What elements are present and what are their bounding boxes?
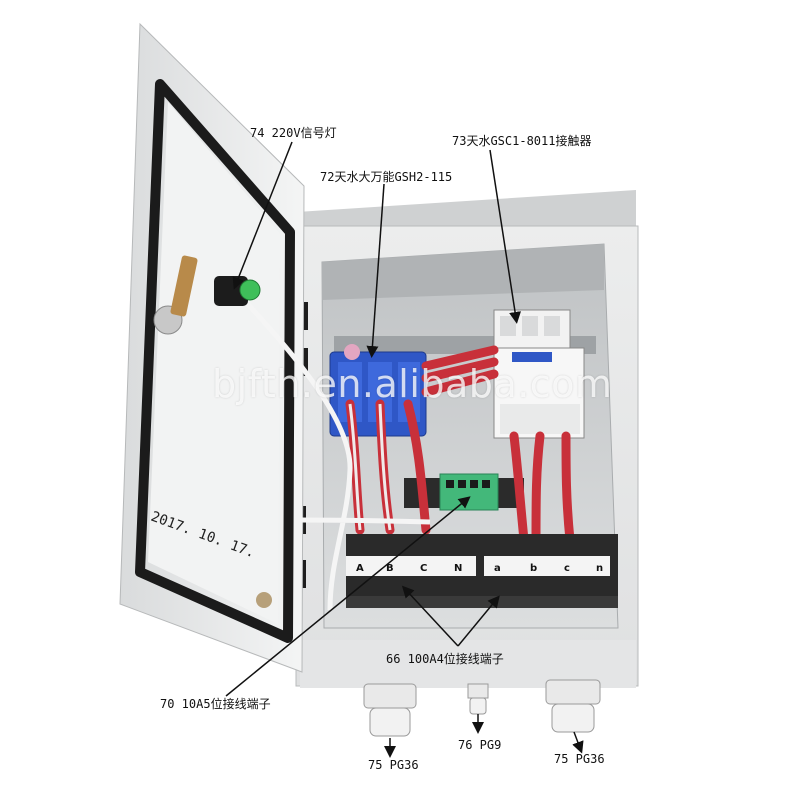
cabinet-body	[295, 190, 639, 688]
door-lock	[153, 255, 198, 335]
watermark: bjfth.en.alibaba.com	[212, 362, 613, 406]
terminal-label-a-lower: a	[494, 563, 501, 574]
cable-gland-left	[363, 683, 417, 737]
terminal-label-b: B	[386, 563, 394, 574]
control-wire	[242, 298, 431, 611]
cabinet-door	[119, 22, 305, 673]
terminal-label-n-lower: n	[596, 563, 603, 574]
label-gland-right: 75 PG36	[554, 752, 605, 766]
contactor	[493, 309, 585, 439]
label-terminal-10a: 70 10A5位接线端子	[160, 697, 271, 711]
door-bolt	[256, 592, 272, 608]
terminal-label-b-lower: b	[530, 563, 537, 574]
label-contactor: 73天水GSC1-8011接触器	[452, 134, 592, 148]
label-universal-switch: 72天水大万能GSH2-115	[320, 170, 453, 184]
label-gland-left: 75 PG36	[368, 758, 419, 772]
terminal-label-n: N	[454, 563, 462, 574]
terminal-label-c: C	[420, 563, 427, 574]
label-terminal-100a: 66 100A4位接线端子	[386, 652, 504, 666]
label-signal-lamp: 74 220V信号灯	[250, 126, 337, 140]
label-gland-middle: 76 PG9	[458, 738, 502, 752]
cable-gland-middle	[467, 683, 489, 715]
green-terminal-5-way	[439, 473, 499, 511]
universal-switch	[329, 344, 427, 437]
callout-lines	[225, 141, 584, 758]
cable-gland-right	[545, 679, 601, 733]
terminal-label-c-lower: c	[564, 563, 570, 574]
terminal-label-a: A	[356, 563, 364, 574]
